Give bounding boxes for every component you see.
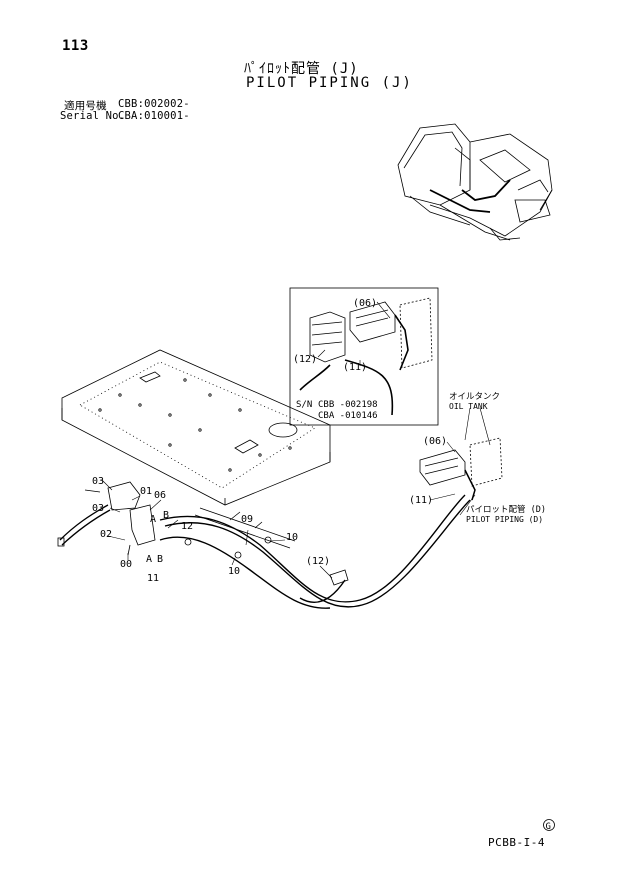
serial-number-value-cba: CBA:010001- — [118, 110, 190, 122]
inset-label-06: (06) — [353, 298, 377, 309]
part-label: (06) — [423, 436, 447, 447]
inset-label-12: (12) — [293, 354, 317, 365]
page-title: PILOT PIPING (J) — [246, 75, 413, 91]
part-label: B — [163, 510, 169, 521]
part-label: 12 — [181, 521, 193, 532]
part-label: 03 — [92, 503, 104, 514]
part-label: A — [150, 514, 156, 525]
inset-label-11: (11) — [343, 362, 367, 373]
leader-lines — [101, 301, 491, 579]
part-label: 03 — [92, 476, 104, 487]
oil-tank-en: OIL TANK — [449, 402, 488, 411]
inset-serial-cbb: CBB -002198 — [318, 400, 378, 410]
pilot-piping-d-en: PILOT PIPING (D) — [466, 515, 543, 524]
machine-overview-sketch — [397, 123, 553, 241]
part-label: 02 — [100, 529, 112, 540]
circle-mark — [543, 819, 555, 831]
part-label: 09 — [241, 514, 253, 525]
part-label: 11 — [147, 573, 159, 584]
right-valve-block — [419, 437, 503, 501]
oil-tank-jp: オイルタンク — [449, 392, 500, 402]
floor-plate — [61, 349, 331, 506]
part-label: (12) — [306, 556, 330, 567]
inset-serial-cba: CBA -010146 — [318, 411, 378, 421]
mounting-bracket — [194, 507, 296, 549]
page-code: PCBB-I-4 — [488, 836, 545, 849]
part-label: B — [157, 554, 163, 565]
part-label: 10 — [286, 532, 298, 543]
pilot-hoses — [159, 494, 471, 609]
circle-mark-letter: G — [546, 822, 551, 832]
page-number: 113 — [62, 38, 89, 54]
part-label: 10 — [228, 566, 240, 577]
page-title-japanese: ﾊﾟｲﾛｯﾄ配管 (J) — [244, 61, 359, 77]
part-label: A — [146, 554, 152, 565]
part-label: 01 — [140, 486, 152, 497]
pilot-valve-assembly — [57, 481, 156, 556]
inset-control-valve — [299, 297, 433, 416]
part-label: 00 — [120, 559, 132, 570]
part-label: 06 — [154, 490, 166, 501]
applicability-value-cbb: CBB:002002- — [118, 98, 190, 110]
inset-serial-prefix: S/N — [296, 400, 312, 410]
inset-detail-box — [289, 287, 439, 426]
pilot-piping-d-jp: パイロット配管 (D) — [466, 504, 546, 515]
part-label: (11) — [409, 495, 433, 506]
applicability-label-jp: 適用号機 — [64, 100, 107, 112]
serial-number-label: Serial No. — [60, 110, 126, 122]
